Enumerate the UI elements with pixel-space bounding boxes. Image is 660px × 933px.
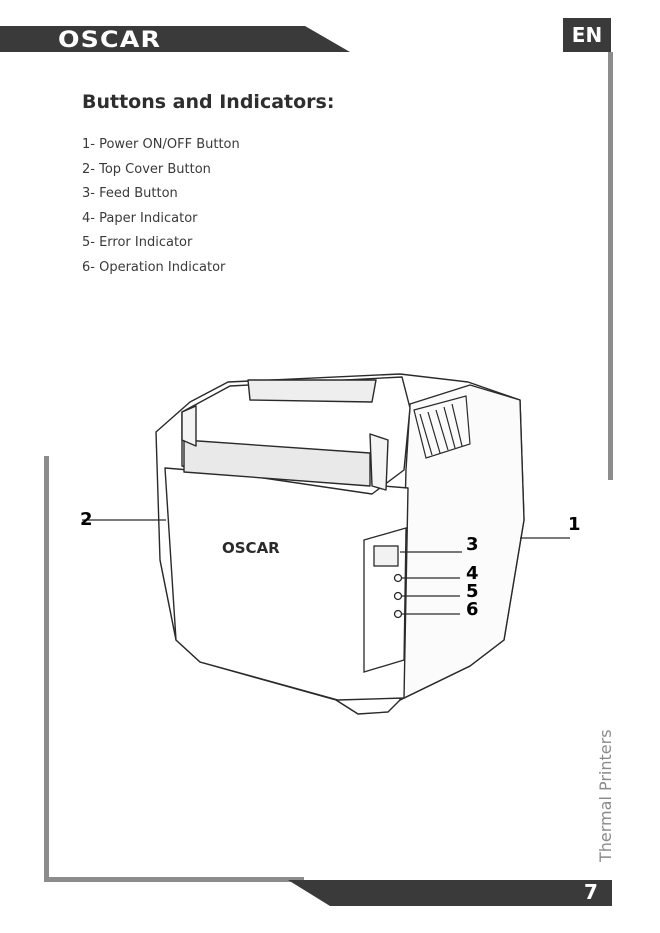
list-item: 3- Feed Button [82,182,240,207]
callout-number: 6 [466,599,479,620]
printer-logo: OSCAR [222,539,280,557]
page-number: 7 [584,880,598,904]
list-item: 5- Error Indicator [82,231,240,256]
callout-number: 1 [568,514,581,535]
list-item: 1- Power ON/OFF Button [82,133,240,158]
footer-bar [0,870,660,910]
list-item: 2- Top Cover Button [82,158,240,183]
list-item: 4- Paper Indicator [82,207,240,232]
list-item: 6- Operation Indicator [82,256,240,281]
brand-logo: OSCAR [58,28,161,53]
callout-number: 2 [80,509,93,530]
components-list: 1- Power ON/OFF Button 2- Top Cover Butt… [82,133,240,280]
section-title: Buttons and Indicators: [82,91,334,113]
language-badge: EN [563,18,611,52]
side-label: Thermal Printers [596,729,615,862]
printer-illustration: OSCAR 2 1 3 4 5 6 [0,360,660,730]
callout-number: 3 [466,534,479,555]
